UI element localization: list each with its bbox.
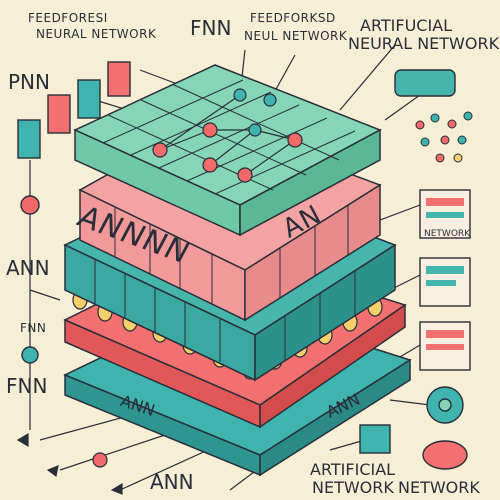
label-top-left-1: FEEDFORESI xyxy=(28,11,108,25)
label-bottom-right-2: NETWORK xyxy=(312,478,394,497)
label-top-left-2: NEURAL NETWORK xyxy=(36,27,157,41)
label-pnn: PNN xyxy=(8,70,50,94)
bottom-arrows xyxy=(16,432,123,495)
label-fnn-small: FNN xyxy=(20,321,47,335)
label-top-center-2: NEUL NETWORK xyxy=(244,29,348,43)
right-panels xyxy=(359,69,471,470)
label-ann: ANN xyxy=(6,256,50,280)
label-bottom-right-3: NETWORK xyxy=(398,478,480,497)
label-top-right-2: NEURAL NETWORK xyxy=(348,34,500,53)
label-top-fnn: FNN xyxy=(190,16,232,40)
top-nodes xyxy=(152,88,303,183)
label-network-panel: NETWORK xyxy=(424,229,471,239)
left-chain xyxy=(17,61,131,364)
top-grid-layer xyxy=(73,64,382,237)
label-fnn: FNN xyxy=(6,374,48,398)
label-bottom-right-1: ARTIFICIAL xyxy=(310,460,396,479)
scatter-dots xyxy=(415,111,473,163)
label-ann-bottom-center: ANN xyxy=(150,470,194,494)
label-top-center-1: FEEDFORKSD xyxy=(250,11,336,25)
label-top-right-1: ARTIFUCIAL xyxy=(360,16,453,35)
